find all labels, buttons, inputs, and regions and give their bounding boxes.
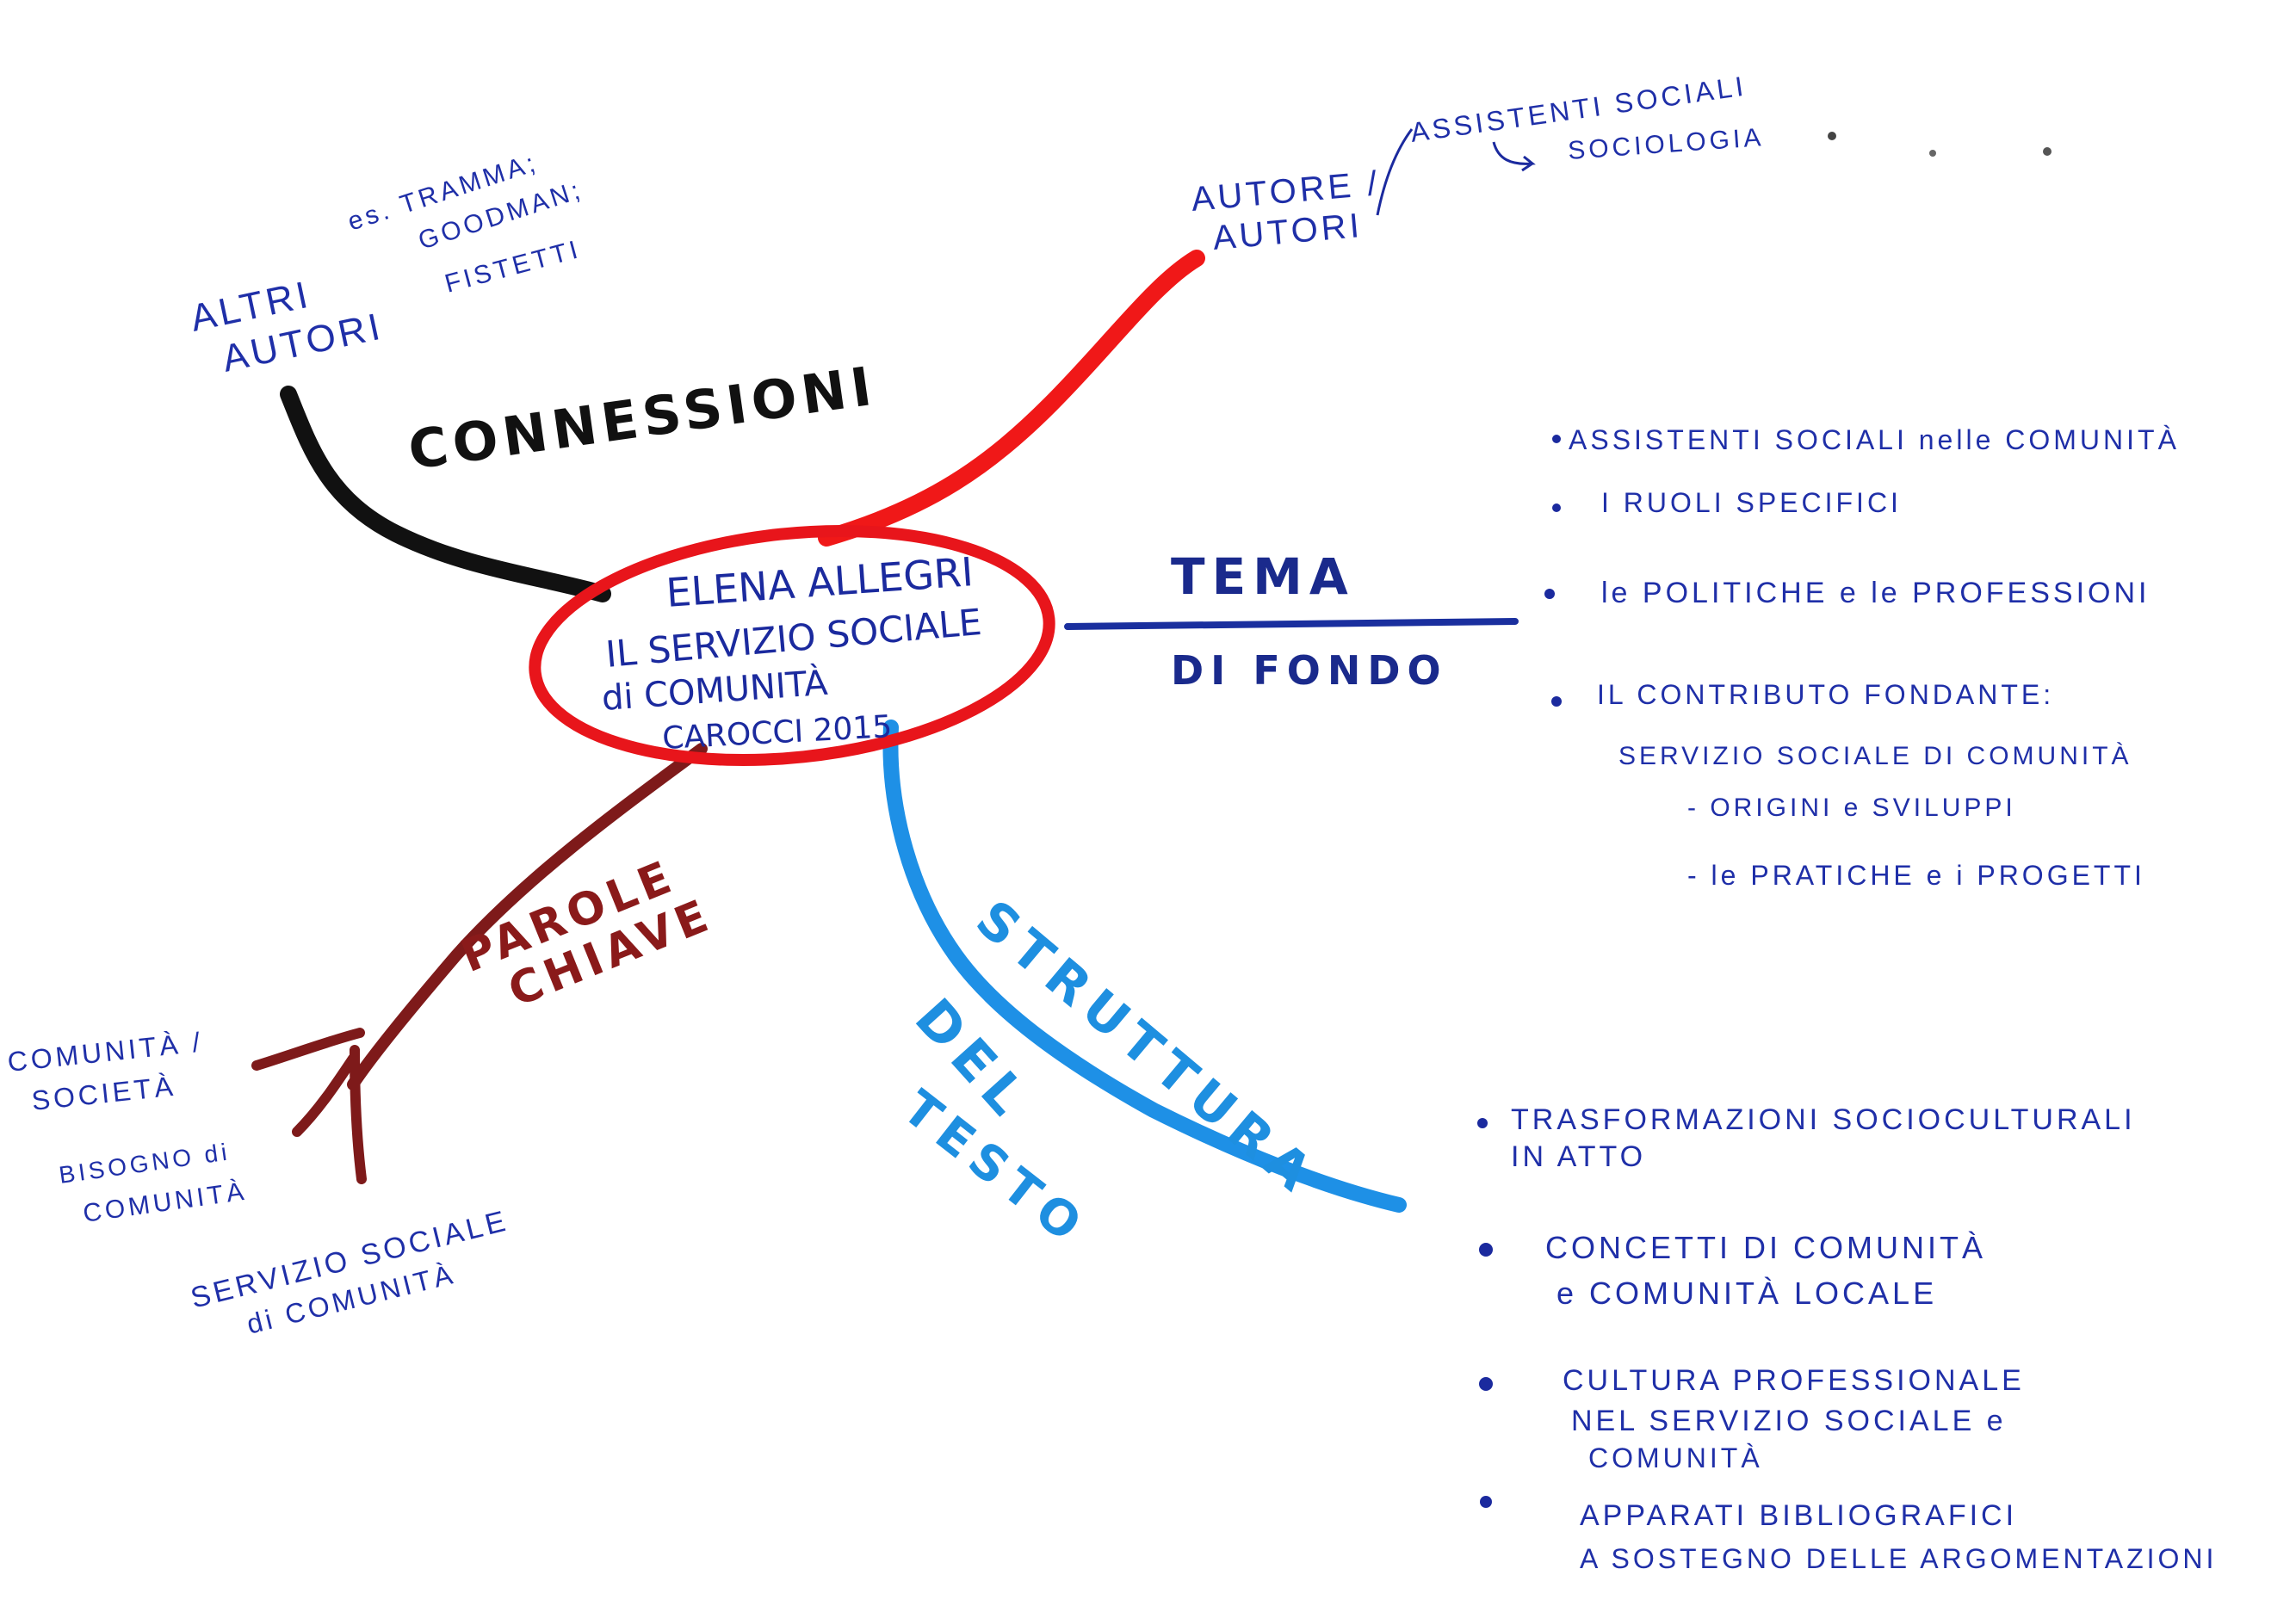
autore-label: AUTORE / AUTORI [1190,164,1382,257]
center-book-title: IL SERVIZIO SOCIALE [604,601,984,676]
struttura-item-4-line2: A SOSTEGNO DELLE ARGOMENTAZIONI [1580,1543,2217,1574]
dust-speck-2 [1929,150,1936,157]
parole-fork-lower [292,1053,358,1137]
tema-bullet-3 [1544,589,1555,599]
struttura-item-3-line1: CULTURA PROFESSIONALE [1563,1364,2025,1397]
connessioni-altri-autori: ALTRI AUTORI [187,273,387,380]
tema-items: ASSISTENTI SOCIALI nelle COMUNITÀ I RUOL… [1544,424,2180,891]
dust-speck-1 [1828,132,1836,140]
parole-kw1-line1: COMUNITÀ / [6,1026,205,1078]
tema-item-3: le POLITICHE e le PROFESSIONI [1601,577,2150,609]
tema-bullet-2 [1552,503,1561,512]
struttura-branch [882,720,1407,1213]
connessioni-branch [280,386,611,602]
struttura-bullet-1 [1477,1118,1488,1128]
struttura-item-2-line2: e COMUNITÀ LOCALE [1556,1276,1937,1311]
struttura-item-3-line2: NEL SERVIZIO SOCIALE e [1571,1405,2007,1437]
parole-keywords: COMUNITÀ / SOCIETÀ BISOGNO di COMUNITÀ S… [6,1026,512,1340]
parole-kw2-line1: BISOGNO di [58,1138,232,1189]
tema-label-line1: TEMA [1171,547,1355,606]
tema-item-2: I RUOLI SPECIFICI [1601,487,1902,518]
struttura-item-2-line1: CONCETTI DI COMUNITÀ [1545,1230,1986,1265]
autore-branch [818,250,1205,547]
struttura-bullet-4 [1480,1496,1492,1508]
parole-kw1-line2: SOCIETÀ [30,1071,177,1116]
connessioni-authors-line3: FISTETTI [442,235,584,299]
connessioni-label: CONNESSIONI [405,354,880,481]
dust-speck-3 [2043,147,2052,156]
struttura-bullet-3 [1479,1377,1493,1391]
tema-item-4: IL CONTRIBUTO FONDANTE: [1597,679,2054,710]
tema-sub-item-2: - le PRATICHE e i PROGETTI [1687,860,2145,891]
struttura-item-3-line3: COMUNITÀ [1588,1442,1763,1473]
autore-detail-line2: SOCIOLOGIA [1567,123,1765,165]
tema-bullet-1 [1552,435,1561,443]
center-ring [529,524,1055,767]
tema-sub-item-1: - ORIGINI e SVILUPPI [1687,794,2016,822]
connessioni-authors-list: es. TRAMMA; GOODMAN; FISTETTI [344,148,586,299]
struttura-item-4-line1: APPARATI BIBLIOGRAFICI [1580,1499,2017,1532]
parole-fork-upper [251,1028,365,1071]
tema-bullet-4 [1551,696,1562,707]
struttura-item-1-line1: TRASFORMAZIONI SOCIOCULTURALI [1511,1103,2136,1136]
parole-fork-down [350,1045,367,1184]
parole-branch [347,743,708,1090]
struttura-item-1-line2: IN ATTO [1511,1140,1646,1173]
autore-arrow [1492,141,1536,172]
struttura-items: TRASFORMAZIONI SOCIOCULTURALI IN ATTO CO… [1477,1103,2217,1574]
parole-kw2-line2: COMUNITÀ [81,1177,249,1228]
tema-item-1: ASSISTENTI SOCIALI nelle COMUNITÀ [1569,424,2180,455]
tema-label-line2: DI FONDO [1171,647,1448,694]
autore-connector [1376,128,1414,216]
tema-branch [1064,618,1519,630]
tema-sub-title: SERVIZIO SOCIALE DI COMUNITÀ [1618,742,2132,770]
struttura-bullet-2 [1479,1243,1493,1257]
